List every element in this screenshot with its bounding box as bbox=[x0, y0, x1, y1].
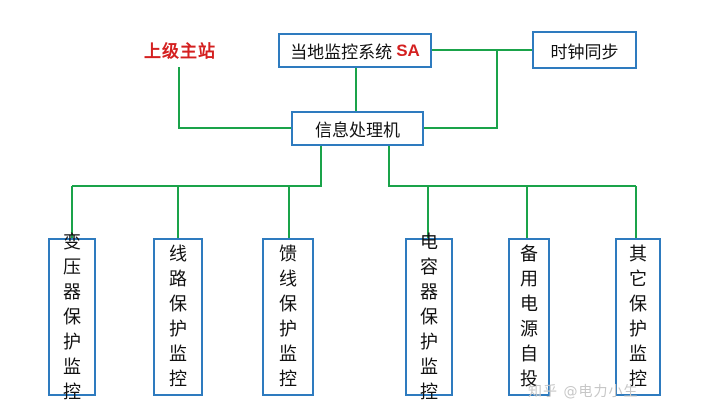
vertical-char: 路 bbox=[169, 269, 187, 290]
vertical-char: 监 bbox=[279, 344, 297, 365]
vertical-char: 容 bbox=[420, 256, 438, 278]
monitor-box-backup-power: 备 用 电 源 自 投 bbox=[508, 238, 550, 396]
vertical-char: 保 bbox=[279, 294, 297, 315]
vertical-char: 控 bbox=[279, 369, 297, 390]
vertical-char: 控 bbox=[629, 369, 647, 390]
monitor-box-line: 线 路 保 护 监 控 bbox=[153, 238, 203, 396]
clock-sync-box: 时钟同步 bbox=[532, 31, 637, 69]
info-processor-box: 信息处理机 bbox=[291, 111, 424, 146]
vertical-char: 自 bbox=[520, 344, 538, 365]
vertical-char: 馈 bbox=[279, 244, 297, 265]
watermark-text: 知乎 @电力小生 bbox=[528, 384, 639, 400]
monitor-box-capacitor: 电 容 器 保 护 监 控 bbox=[405, 232, 453, 403]
connector-clock-to-processor bbox=[424, 50, 498, 129]
vertical-char: 控 bbox=[63, 381, 81, 403]
monitor-box-transformer: 变 压 器 保 护 监 控 bbox=[48, 232, 96, 403]
vertical-char: 器 bbox=[420, 281, 438, 303]
connector-left-bus bbox=[72, 146, 322, 187]
vertical-char: 控 bbox=[169, 369, 187, 390]
vertical-char: 线 bbox=[279, 269, 297, 290]
vertical-char: 护 bbox=[420, 331, 438, 353]
vertical-char: 变 bbox=[63, 231, 81, 253]
vertical-char: 压 bbox=[63, 256, 81, 278]
monitor-box-feeder: 馈 线 保 护 监 控 bbox=[262, 238, 314, 396]
vertical-char: 它 bbox=[629, 269, 647, 290]
vertical-char: 用 bbox=[520, 269, 538, 290]
vertical-char: 投 bbox=[520, 369, 538, 390]
vertical-char: 保 bbox=[63, 306, 81, 328]
vertical-char: 器 bbox=[63, 281, 81, 303]
vertical-char: 保 bbox=[169, 294, 187, 315]
vertical-char: 监 bbox=[63, 356, 81, 378]
vertical-char: 监 bbox=[169, 344, 187, 365]
vertical-char: 电 bbox=[420, 231, 438, 253]
monitor-box-other: 其 它 保 护 监 控 bbox=[615, 238, 661, 396]
vertical-char: 护 bbox=[629, 319, 647, 340]
vertical-char: 电 bbox=[520, 294, 538, 315]
upper-station-label: 上级主站 bbox=[144, 42, 216, 62]
vertical-char: 源 bbox=[520, 319, 538, 340]
local-monitor-accent: SA bbox=[396, 40, 420, 60]
vertical-char: 控 bbox=[420, 381, 438, 403]
vertical-char: 保 bbox=[629, 294, 647, 315]
vertical-char: 护 bbox=[279, 319, 297, 340]
info-processor-label: 信息处理机 bbox=[315, 121, 400, 141]
vertical-char: 监 bbox=[420, 356, 438, 378]
vertical-char: 备 bbox=[520, 244, 538, 265]
vertical-char: 保 bbox=[420, 306, 438, 328]
vertical-char: 护 bbox=[169, 319, 187, 340]
vertical-char: 护 bbox=[63, 331, 81, 353]
clock-sync-label: 时钟同步 bbox=[550, 42, 619, 63]
connector-right-bus bbox=[388, 146, 636, 187]
vertical-char: 线 bbox=[169, 244, 187, 265]
vertical-char: 监 bbox=[629, 344, 647, 365]
local-monitor-label: 当地监控系统 bbox=[290, 43, 393, 63]
connector-upper-station bbox=[178, 67, 291, 129]
vertical-char: 其 bbox=[629, 244, 647, 265]
